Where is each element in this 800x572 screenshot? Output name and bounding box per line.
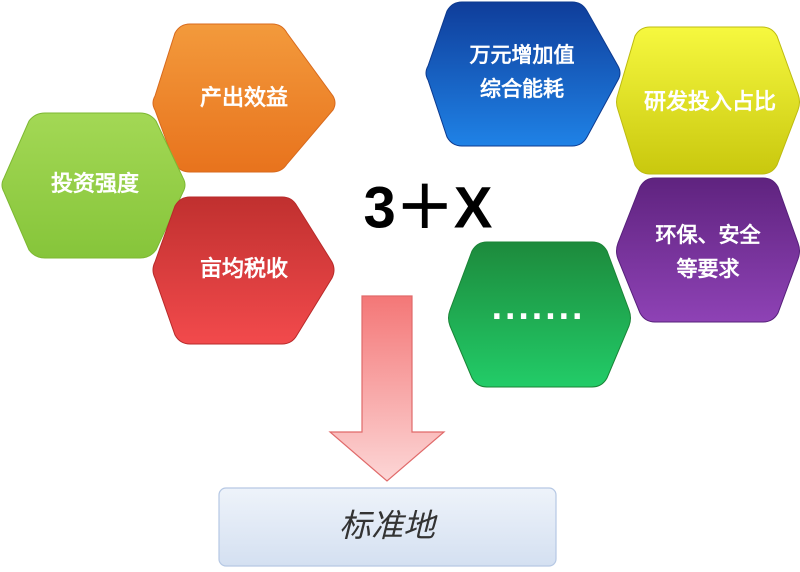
extra-indicator-more: ······· [448,241,631,388]
hexagon-shape [616,177,800,323]
ellipsis-label: ······· [491,300,585,335]
target-label: 标准地 [339,507,438,545]
target-box [218,487,557,567]
hex-label: 亩均税收 [200,256,288,282]
hexagon-shape [616,26,800,175]
hex-label: 投资强度 [51,171,140,197]
hex-label-line-2: 等要求 [677,257,740,281]
extra-indicator-rnd: 研发投入占比 [616,26,800,175]
hex-label: 产出效益 [200,85,288,111]
hexagon-shape [152,196,335,345]
formula-text: 3＋X [364,175,493,240]
hex-label-line-1: 环保、安全 [656,223,762,247]
extra-indicator-energy: 万元增加值 综合能耗 [425,1,621,147]
core-indicator-investment: 投资强度 [1,112,186,259]
hexagon-shape [425,1,621,147]
down-arrow-icon [328,295,446,482]
core-indicator-tax: 亩均税收 [152,196,335,345]
hexagon-shape [1,112,186,259]
hex-label-line-2: 综合能耗 [480,77,564,101]
hexagon-shape [448,241,631,388]
extra-indicator-environment: 环保、安全 等要求 [616,177,800,323]
hexagon-shape [152,23,336,173]
hex-label: 研发投入占比 [644,89,776,115]
hex-label-line-1: 万元增加值 [469,43,575,67]
core-indicator-output: 产出效益 [152,23,336,173]
